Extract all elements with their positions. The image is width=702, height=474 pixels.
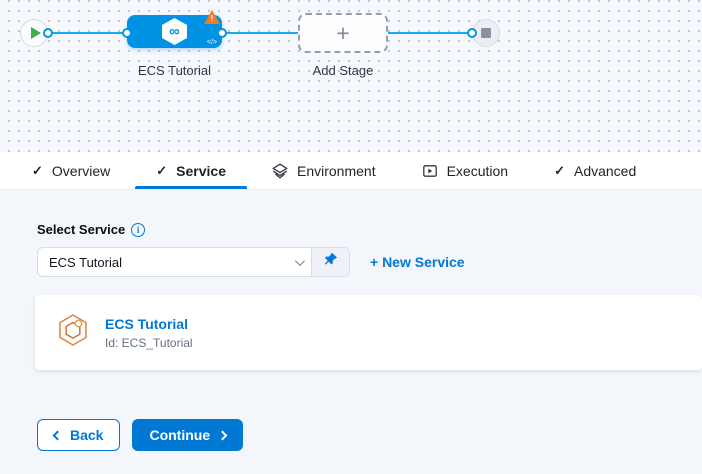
stage-tabbar: ✓ Overview ✓ Service Environment Executi… [0, 152, 702, 190]
check-icon: ✓ [156, 162, 168, 178]
stage-node-ecs-tutorial[interactable]: ∞ ! </> [127, 10, 222, 48]
chevron-left-icon [52, 430, 63, 440]
warning-icon: ! [204, 10, 220, 24]
select-service-label: Select Service [37, 222, 126, 237]
edge-connector [122, 28, 132, 38]
tab-advanced[interactable]: ✓ Advanced [531, 152, 659, 189]
service-tab-panel: Select Service i ECS Tutorial + New Serv… [0, 190, 702, 474]
execution-icon [422, 163, 438, 179]
chevron-down-icon[interactable] [285, 248, 311, 276]
check-icon: ✓ [32, 162, 43, 178]
chevron-right-icon [217, 430, 228, 440]
tab-environment[interactable]: Environment [249, 152, 399, 189]
deploy-stage-icon: ∞ [162, 18, 187, 45]
ecs-service-icon [57, 313, 89, 352]
service-card-id: Id: ECS_Tutorial [105, 335, 193, 350]
tab-label: Overview [51, 162, 111, 179]
stage-node-label: ECS Tutorial [138, 63, 211, 78]
tab-execution[interactable]: Execution [399, 152, 531, 189]
check-icon: ✓ [554, 162, 565, 178]
code-icon: </> [206, 39, 217, 46]
edge-connector [467, 28, 477, 38]
tab-label: Execution [446, 162, 509, 179]
service-card-text: ECS Tutorial Id: ECS_Tutorial [105, 316, 193, 350]
play-icon [30, 27, 41, 39]
pipeline-edge [388, 32, 472, 34]
pin-icon [323, 252, 338, 272]
tab-overview[interactable]: ✓ Overview [9, 152, 133, 189]
infinity-icon: ∞ [169, 23, 180, 40]
edge-connector [217, 28, 227, 38]
pipeline-edge [222, 32, 298, 34]
back-button[interactable]: Back [37, 419, 121, 451]
pipeline-edge [48, 32, 127, 34]
plus-icon: + [336, 19, 350, 46]
new-service-link[interactable]: + New Service [370, 254, 465, 270]
service-card-title: ECS Tutorial [105, 315, 188, 332]
tab-service[interactable]: ✓ Service [133, 152, 249, 189]
tab-label: Advanced [573, 162, 637, 179]
continue-button[interactable]: Continue [132, 419, 244, 451]
pin-button[interactable] [311, 248, 349, 276]
edge-connector [43, 28, 53, 38]
pipeline-canvas: ∞ ! </> ECS Tutorial + Add Stage [0, 0, 702, 152]
add-stage-label: Add Stage [312, 63, 374, 78]
service-select[interactable]: ECS Tutorial [49, 254, 122, 270]
tab-label: Environment [297, 162, 376, 179]
add-stage-button[interactable]: + [298, 13, 388, 53]
info-icon[interactable]: i [131, 222, 146, 237]
service-select-group: ECS Tutorial [37, 247, 350, 277]
service-card[interactable]: ECS Tutorial Id: ECS_Tutorial [35, 295, 702, 370]
tab-label: Service [176, 162, 226, 179]
stop-icon [481, 28, 491, 38]
environment-icon [272, 163, 288, 179]
